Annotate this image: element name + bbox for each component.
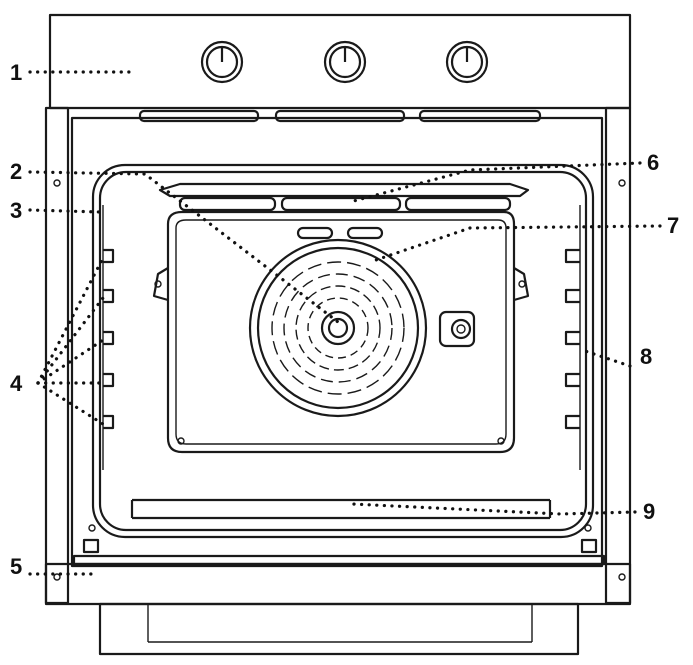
control-panel: [48, 13, 632, 123]
control-knob[interactable]: [323, 40, 367, 84]
callout-1: 1: [10, 60, 22, 85]
control-knob[interactable]: [200, 40, 244, 84]
callout-7: 7: [667, 213, 679, 238]
callout-5: 5: [10, 554, 22, 579]
leader-line-9: [350, 502, 637, 516]
leader-line-4a: [36, 256, 105, 385]
back-wall-panel: [152, 210, 530, 454]
callout-8: 8: [640, 344, 652, 369]
door-hinges: [82, 524, 598, 554]
callout-3: 3: [10, 198, 22, 223]
callout-4: 4: [10, 371, 23, 396]
oven-cavity: [70, 116, 604, 568]
top-heating-element: [158, 182, 530, 212]
fan-cover: [248, 238, 428, 418]
callout-2: 2: [10, 159, 22, 184]
leader-line-2: [28, 170, 340, 324]
bottom-element-cover: [130, 498, 552, 520]
leader-line-3: [28, 208, 102, 214]
oven-door[interactable]: [44, 554, 632, 656]
oven-frame: [44, 106, 632, 605]
leader-line-4c: [36, 338, 105, 385]
callout-9: 9: [643, 499, 655, 524]
control-knob[interactable]: [445, 40, 489, 84]
oven-lamp: [438, 310, 476, 348]
right-shelf-supports: [564, 205, 581, 470]
leader-lines: [28, 70, 662, 576]
leader-line-4b: [36, 296, 105, 385]
leader-line-4e: [36, 381, 105, 426]
leader-line-7: [368, 224, 662, 264]
leader-line-8: [580, 348, 632, 368]
callout-labels: 1 2 3 4 5 6 7 8 9: [10, 60, 679, 579]
left-shelf-supports: [102, 205, 115, 470]
callout-6: 6: [647, 150, 659, 175]
